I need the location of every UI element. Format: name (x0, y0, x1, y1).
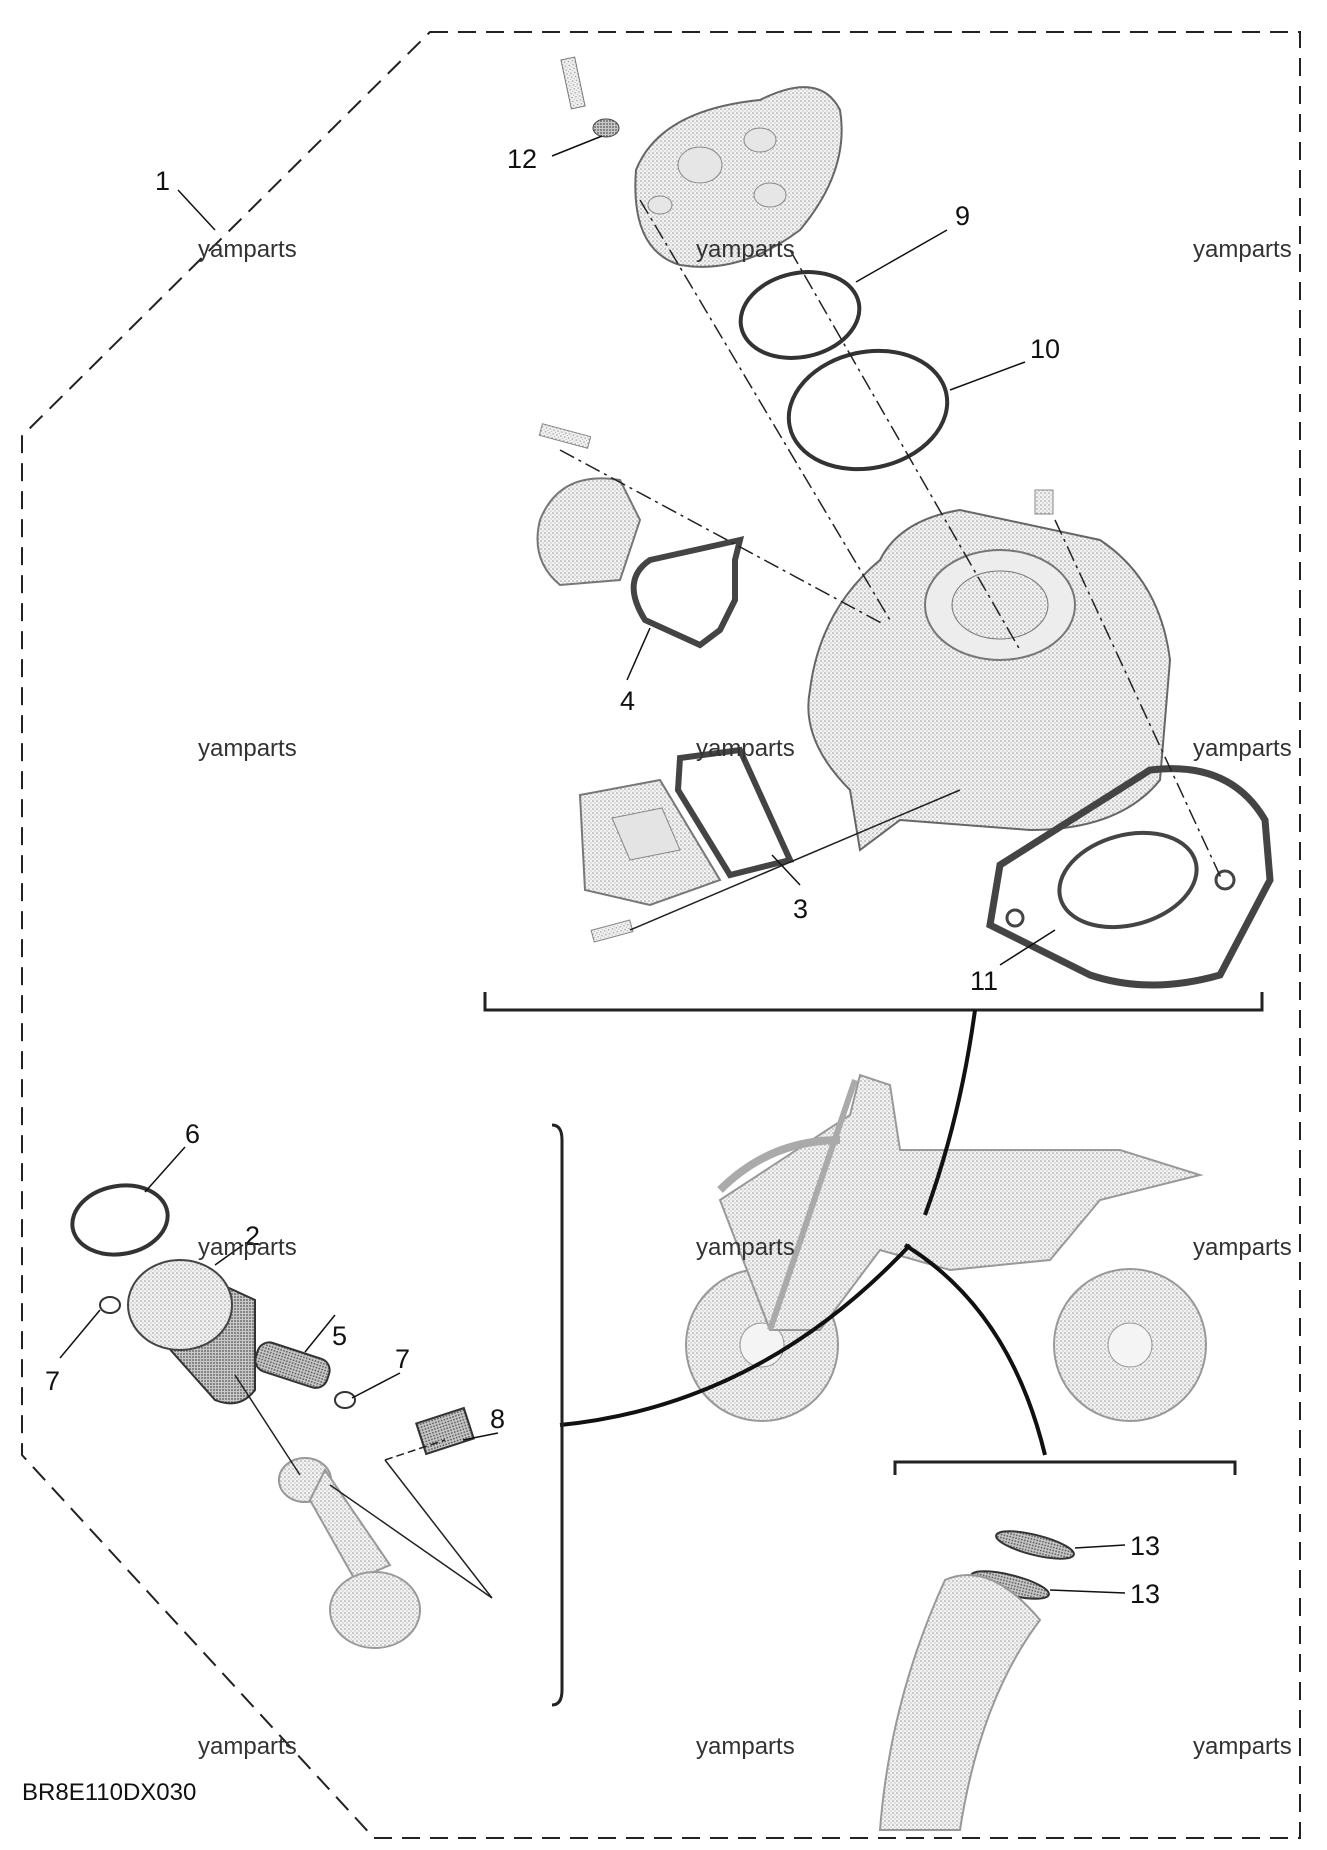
callout-5: 5 (332, 1321, 347, 1351)
callout-4: 4 (620, 686, 635, 716)
watermark: yamparts (1193, 1234, 1292, 1261)
watermark: yamparts (696, 735, 795, 762)
callout-11: 11 (970, 966, 998, 996)
callout-7-right: 7 (395, 1344, 410, 1374)
callout-12: 12 (507, 144, 537, 174)
bearing-8 (415, 1406, 475, 1456)
watermark: yamparts (198, 236, 297, 263)
watermark: yamparts (198, 735, 297, 762)
reed-valve (578, 778, 722, 907)
piston-2 (127, 1259, 256, 1405)
callout-13-upper: 13 (1130, 1531, 1160, 1561)
piston-pin-5 (254, 1341, 331, 1389)
callout-8: 8 (490, 1404, 505, 1434)
callout-9: 9 (955, 201, 970, 231)
callout-13-lower: 13 (1130, 1579, 1160, 1609)
callout-3: 3 (793, 894, 808, 924)
kit-boundary (21, 31, 1301, 1839)
cylinder-block (807, 508, 1172, 852)
exhaust-group-bracket (893, 1460, 1237, 1475)
head-bolt (560, 56, 620, 138)
watermark: yamparts (696, 1733, 795, 1760)
callout-6: 6 (185, 1119, 200, 1149)
base-gasket-11 (986, 765, 1274, 989)
exhaust-seal-13-upper (995, 1530, 1075, 1560)
circlip-7-left (99, 1296, 121, 1314)
callout-1: 1 (155, 166, 170, 196)
piston-group-bracket (551, 1123, 564, 1707)
motorcycle (685, 1073, 1207, 1422)
watermark: yamparts (1193, 1733, 1292, 1760)
watermark: yamparts (198, 1733, 297, 1760)
watermark: yamparts (198, 1234, 297, 1261)
gasket-3 (674, 746, 795, 879)
watermark: yamparts (1193, 735, 1292, 762)
watermark: yamparts (696, 1234, 795, 1261)
upper-group-bracket (483, 992, 1264, 1012)
watermark: yamparts (696, 236, 795, 263)
piston-ring-6 (70, 1183, 170, 1257)
circlip-7-right (334, 1391, 356, 1409)
callout-2: 2 (245, 1221, 260, 1251)
connecting-rod (278, 1457, 421, 1649)
exhaust-pipe (878, 1574, 1042, 1831)
watermark: yamparts (1193, 236, 1292, 263)
gasket-4 (630, 536, 745, 649)
callout-7-left: 7 (45, 1366, 60, 1396)
callout-10: 10 (1030, 334, 1060, 364)
valve-cover (536, 477, 642, 587)
o-ring-9 (738, 270, 862, 360)
cylinder-head (634, 86, 843, 268)
diagram-code: BR8E110DX030 (22, 1779, 196, 1806)
o-ring-10 (786, 348, 950, 472)
